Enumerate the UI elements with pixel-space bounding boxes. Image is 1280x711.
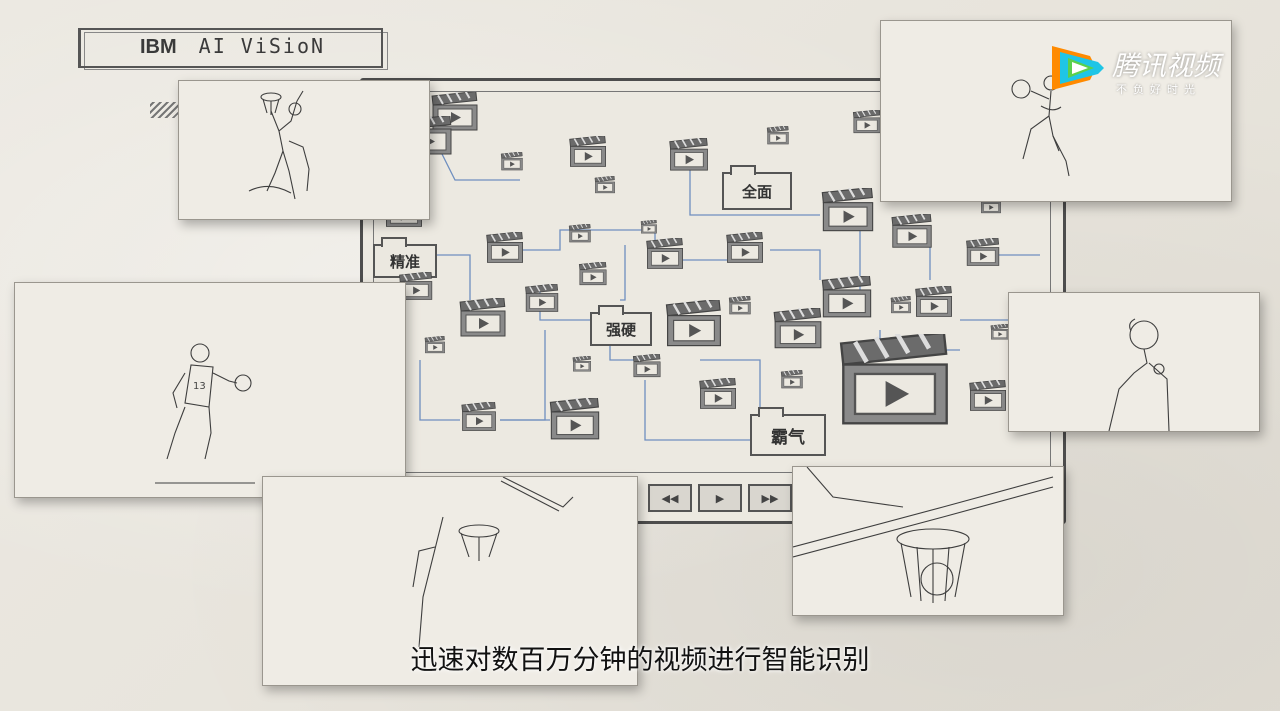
folder-baqi: 霸气: [750, 407, 826, 456]
ibm-ai-vision-header: IBM AI ViSioN: [78, 28, 388, 70]
clapboard-icon: [728, 296, 751, 315]
clapboard-icon: [486, 232, 523, 263]
clapboard-icon: [891, 214, 932, 248]
clapboard-icon: [640, 220, 657, 234]
clapboard-icon: [966, 238, 1000, 266]
sketch-photo-hoop: [792, 466, 1064, 616]
clapboard-icon: [424, 336, 445, 354]
clapboard-icon: [915, 286, 952, 317]
clapboard-icon: [890, 296, 911, 314]
clapboard-icon: [766, 126, 789, 145]
ai-vision-label: AI ViSioN: [198, 34, 326, 58]
clapboard-icon: [839, 334, 948, 425]
clapboard-icon: [594, 176, 615, 194]
clapboard-icon: [568, 224, 591, 243]
clapboard-icon: [726, 232, 763, 263]
clapboard-icon: [852, 110, 881, 134]
clapboard-icon: [821, 276, 872, 318]
clapboard-icon: [773, 308, 822, 349]
play-button[interactable]: ▶: [698, 484, 742, 512]
sketch-photo-dunk: [178, 80, 430, 220]
clapboard-icon: [525, 284, 559, 312]
folder-qiangying: 强硬: [590, 305, 652, 346]
sketch-photo-dribble: 13: [14, 282, 406, 498]
clapboard-icon: [572, 356, 591, 372]
clapboard-icon: [500, 152, 523, 171]
svg-text:13: 13: [193, 381, 206, 392]
clapboard-icon: [990, 324, 1009, 340]
video-subtitle: 迅速对数百万分钟的视频进行智能识别: [410, 645, 870, 676]
clapboard-icon: [578, 262, 607, 286]
clapboard-icon: [969, 380, 1006, 411]
previous-button[interactable]: ◀◀: [648, 484, 692, 512]
player-controls: ◀◀ ▶ ▶▶: [648, 484, 792, 512]
clapboard-icon: [459, 298, 506, 337]
tencent-video-logo-icon: [1052, 46, 1104, 90]
next-button[interactable]: ▶▶: [748, 484, 792, 512]
sketch-photo-shot: [1008, 292, 1260, 432]
clapboard-icon: [399, 272, 433, 300]
clapboard-icon: [461, 402, 496, 431]
clapboard-icon: [821, 188, 874, 232]
sketch-photo-rim-dunk: [262, 476, 638, 686]
watermark-slogan: 不负好时光: [1116, 83, 1201, 96]
clapboard-icon: [549, 398, 600, 440]
clapboard-icon: [669, 138, 708, 171]
clapboard-icon: [699, 378, 736, 409]
clapboard-icon: [665, 300, 721, 347]
folder-quanmian: 全面: [722, 165, 792, 210]
clapboard-icon: [780, 370, 803, 389]
clapboard-icon: [632, 354, 661, 378]
tencent-video-watermark: 腾讯视频 不负好时光: [1040, 40, 1260, 100]
watermark-name: 腾讯视频: [1112, 51, 1220, 82]
ibm-label: IBM: [140, 36, 177, 58]
clapboard-icon: [569, 136, 606, 167]
clapboard-icon: [646, 238, 683, 269]
